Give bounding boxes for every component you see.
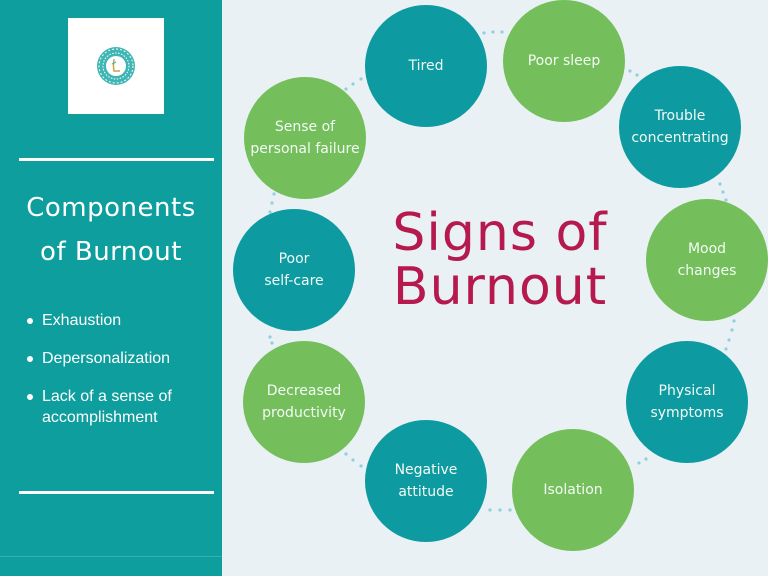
sign-label: Decreased productivity xyxy=(262,383,346,421)
sign-poor-sleep: Poor sleep xyxy=(503,0,625,122)
sidebar-title: Components of Burnout xyxy=(0,186,222,274)
divider-bottom xyxy=(19,491,214,494)
sign-label: Physical symptoms xyxy=(650,383,724,421)
sign-label: Isolation xyxy=(543,482,603,498)
sign-decreased-productivity: Decreased productivity xyxy=(243,341,365,463)
list-item: Lack of a sense of accomplishment xyxy=(24,386,214,428)
sign-negative-attitude: Negative attitude xyxy=(365,420,487,542)
sign-label: Sense of personal failure xyxy=(250,119,360,157)
list-item-label: Exhaustion xyxy=(42,312,122,329)
list-item: Exhaustion xyxy=(24,310,214,331)
sign-label: Poor self-care xyxy=(264,251,324,289)
sign-poor-self-care: Poor self-care xyxy=(233,209,355,331)
bullet-icon xyxy=(27,318,33,324)
sign-trouble-concentrating: Trouble concentrating xyxy=(619,66,741,188)
divider-top xyxy=(19,158,214,161)
main-title-line2: Burnout xyxy=(392,257,608,317)
sign-mood-changes: Mood changes xyxy=(646,199,768,321)
sidebar-title-line1: Components xyxy=(26,193,196,223)
main-title-line1: Signs of xyxy=(392,203,608,263)
list-item-label: Lack of a sense of accomplishment xyxy=(42,388,172,426)
components-list: Exhaustion Depersonalization Lack of a s… xyxy=(24,310,214,445)
logo xyxy=(68,18,164,114)
sign-label: Negative attitude xyxy=(394,462,458,500)
sign-label: Poor sleep xyxy=(527,53,601,69)
sign-sense-of-personal-failure: Sense of personal failure xyxy=(244,77,366,199)
sign-isolation: Isolation xyxy=(512,429,634,551)
footer-divider xyxy=(0,556,222,557)
sign-label: Tired xyxy=(408,58,444,74)
bullet-icon xyxy=(27,356,33,362)
sign-label: Trouble concentrating xyxy=(631,108,729,146)
main-title: Signs of Burnout xyxy=(380,206,620,314)
ornate-circle-logo-icon xyxy=(97,47,135,85)
sidebar: Components of Burnout Exhaustion Deperso… xyxy=(0,0,222,576)
sign-label: Mood changes xyxy=(677,241,737,279)
list-item: Depersonalization xyxy=(24,348,214,369)
bullet-icon xyxy=(27,394,33,400)
sign-tired: Tired xyxy=(365,5,487,127)
sign-physical-symptoms: Physical symptoms xyxy=(626,341,748,463)
sidebar-title-line2: of Burnout xyxy=(40,237,182,267)
list-item-label: Depersonalization xyxy=(42,350,171,367)
